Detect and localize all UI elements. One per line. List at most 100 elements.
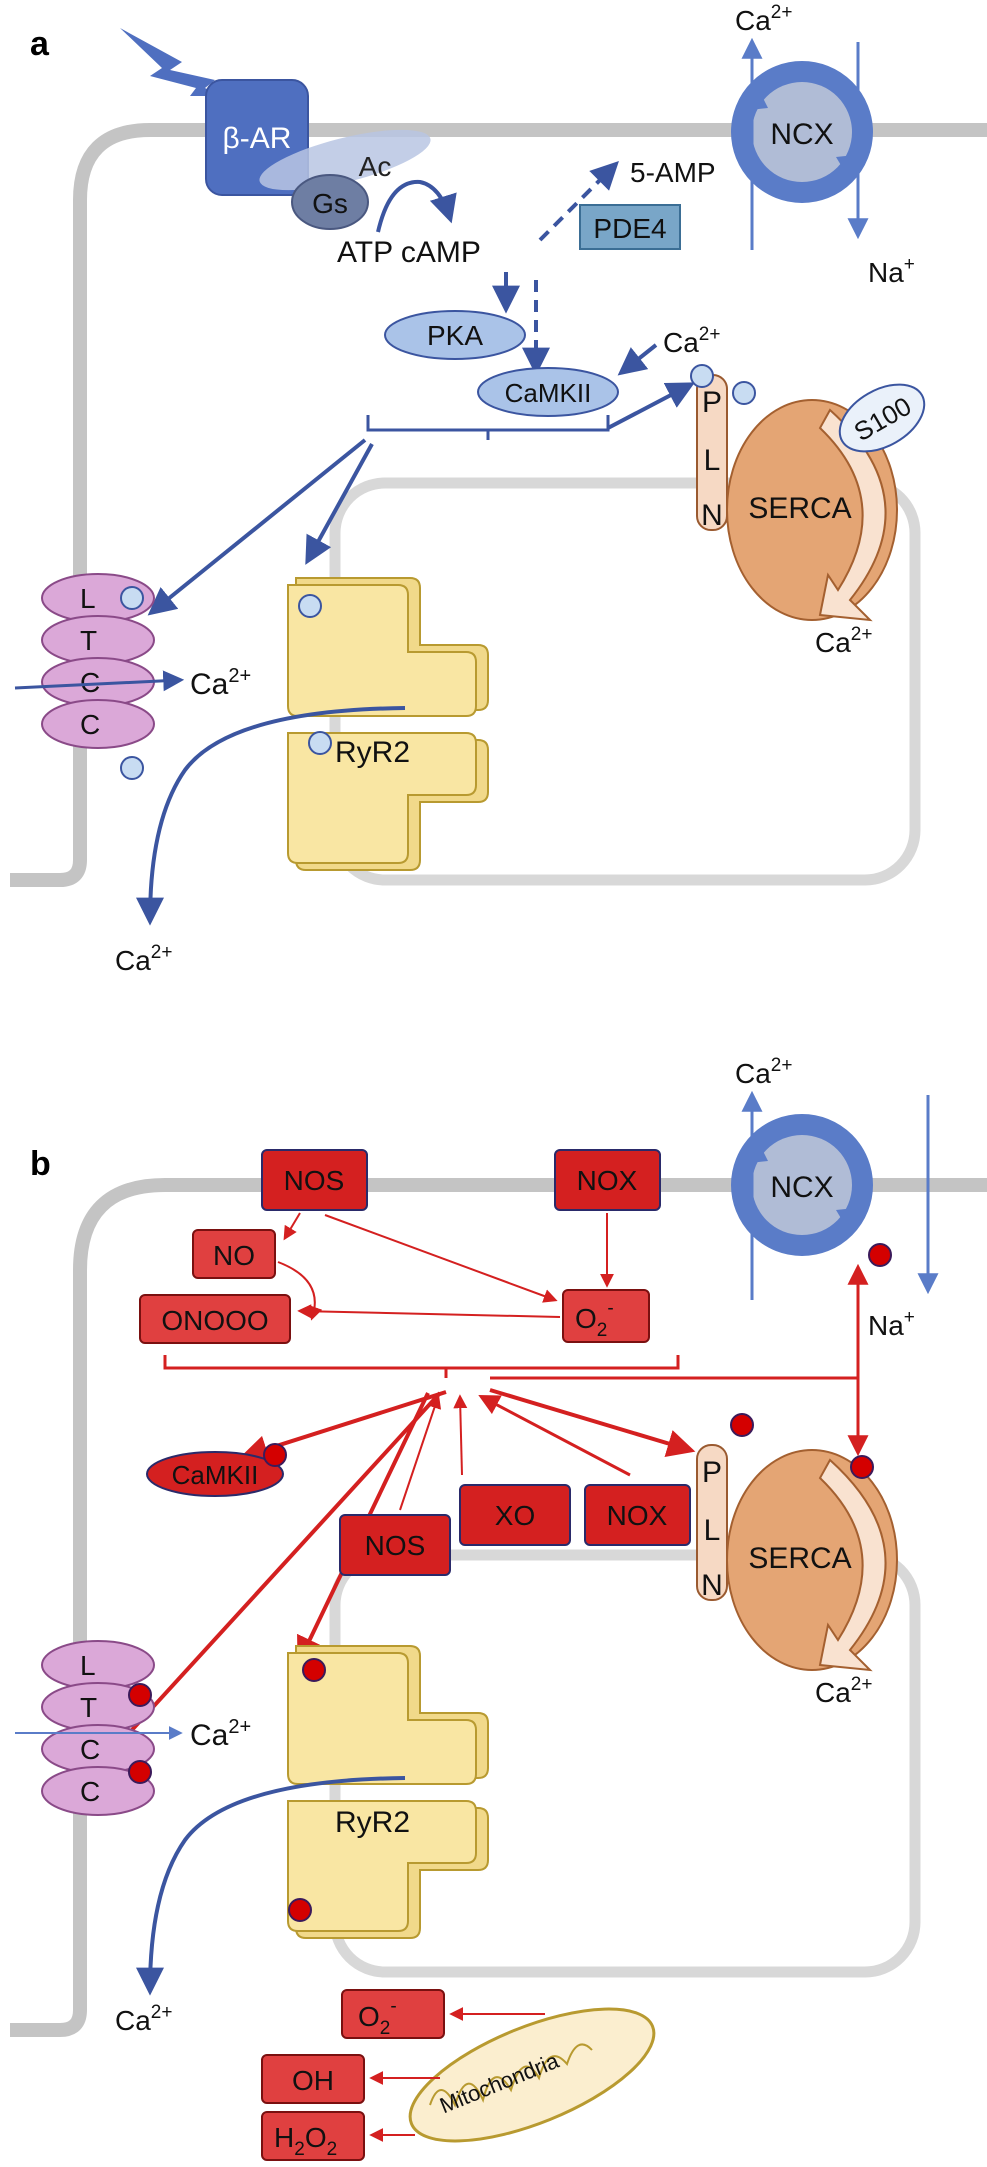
kinase-to-ltcc-arrow [147,438,367,616]
ncx-sodium-label-b: Na+ [868,1307,915,1341]
xo-to-ros-arrow [453,1394,468,1476]
ltcc-subunit-c2-b [41,1766,155,1816]
ltcc-subunit-c2 [41,699,155,749]
kinase-to-pln-arrow [607,382,695,430]
pde4-label: PDE4 [593,213,666,244]
ros-to-pln-arrow [489,1388,696,1457]
ltcc-letter-t: T [80,625,97,656]
ltcc-letter-l-b: L [80,1650,96,1681]
serca-label-b: SERCA [748,1542,851,1575]
ryr2-lower-b [287,1800,477,1932]
hydrogen-peroxide-species [261,2111,365,2161]
ryr2-phospho-site-1 [298,594,322,618]
ryr2-lower [287,732,477,864]
ryr2-oxidation-site-2 [288,1898,312,1922]
ltcc-phospho-site-2 [120,756,144,780]
pln-phospho-site-1 [690,364,714,388]
onooo-species [139,1294,291,1344]
ncx-oxidation-site [868,1243,892,1267]
ryr2-calcium-release-arrow-b [136,1776,406,1996]
serca-calcium-label-b: Ca2+ [815,1674,872,1708]
pln-oxidation-site [730,1413,754,1437]
nos-to-superoxide-arrow [324,1214,558,1303]
pln-letter-p: P [702,386,722,419]
ncx-calcium-label: Ca2+ [735,2,792,36]
nos-enzyme-mid [339,1514,451,1576]
ncx-sodium-label: Na+ [868,254,915,288]
ltcc-letter-c2: C [80,709,100,740]
ncx-rotation-arrow-icon [750,92,768,110]
ncx-ring-b [731,1114,873,1256]
pln-letter-l-b: L [704,1514,721,1547]
nox-enzyme-mid [584,1484,691,1546]
ncx-rotation-arrow-icon-2 [836,155,855,172]
camp-degradation-arrow [538,161,619,242]
ac-label: Ac [359,151,392,182]
serca-calcium-label: Ca2+ [815,624,872,658]
ryr2-phospho-site-2 [308,731,332,755]
gs-label: Gs [312,188,348,219]
camkii-label-b: CaMKII [172,1460,259,1490]
superoxide-to-onooo-arrow [297,1304,561,1319]
atp-to-camp-arrow [376,179,457,233]
pln-cylinder-b [696,1444,728,1601]
ltcc-oxidation-site-2 [128,1760,152,1784]
ltcc-letter-t-b: T [80,1692,97,1723]
5-amp-label: 5-AMP [630,157,716,188]
atp-camp-label: ATP cAMP [337,236,481,269]
ryr2-upper-b [287,1652,477,1785]
xo-label: XO [495,1500,535,1531]
superoxide-label: O2- [575,1298,614,1341]
serca-transport-arrow-icon-b [818,1458,887,1672]
camkii-label: CaMKII [505,378,592,408]
no-species [192,1229,276,1279]
ltcc-letter-l: L [80,583,96,614]
kinase-to-ryr2-arrow [305,443,374,565]
ryr2-upper [287,584,477,717]
pln-letter-n-b: N [701,1569,723,1602]
ltcc-subunit-t [41,615,155,665]
nox-mid-label: NOX [607,1500,668,1531]
ros-to-ltcc-arrow [96,1391,442,1770]
camkii-oxidation-site [263,1443,287,1467]
lightning-icon [120,28,220,96]
pln-letter-p-b: P [702,1456,722,1489]
ltcc-calcium-influx-arrow [14,670,185,692]
sarcolemma-membrane [10,123,987,887]
pln-letter-l: L [704,444,721,477]
released-calcium-label: Ca2+ [115,942,172,976]
ryr2-label: RyR2 [335,736,410,769]
hydrogen-peroxide-label: H2O2 [274,2122,337,2160]
pln-letter-n: N [701,499,723,532]
pde4-box [579,204,681,250]
panel-b-label: b [30,1145,51,1183]
ltcc-oxidation-site-1 [128,1683,152,1707]
camkii-enzyme [477,367,619,417]
nos-to-no-arrow [283,1212,301,1241]
mito-superoxide-species [341,1989,445,2039]
ltcc-calcium-label: Ca2+ [190,665,251,701]
mitochondrion [408,2007,656,2143]
nox-top-label: NOX [577,1165,638,1196]
pka-enzyme [384,310,526,360]
nox-mid-to-ros-arrow [478,1395,631,1477]
sarcolemma-membrane-b [10,1178,987,2037]
camkii-enzyme-b [146,1451,284,1497]
superoxide-species [562,1289,650,1343]
nos-top-label: NOS [284,1165,345,1196]
nos-enzyme-top [261,1149,368,1211]
ltcc-calcium-label-b: Ca2+ [190,1716,251,1752]
pln-phospho-site-2 [732,381,756,405]
ltcc-phospho-site-1 [120,586,144,610]
ltcc-letter-c2-b: C [80,1776,100,1807]
ncx-core [752,82,852,182]
panel-a: a β-AR Ac Gs ATP cAMP 5-AMP PDE4 PKA CaM [10,2,987,976]
kinase-bracket [366,415,610,440]
ncx-ring [731,61,873,203]
ncx-calcium-label-b: Ca2+ [735,1055,792,1089]
serca-label: SERCA [748,492,851,525]
mito-superoxide-label: O2- [358,1996,397,2039]
serca-oxidation-site [850,1455,874,1479]
